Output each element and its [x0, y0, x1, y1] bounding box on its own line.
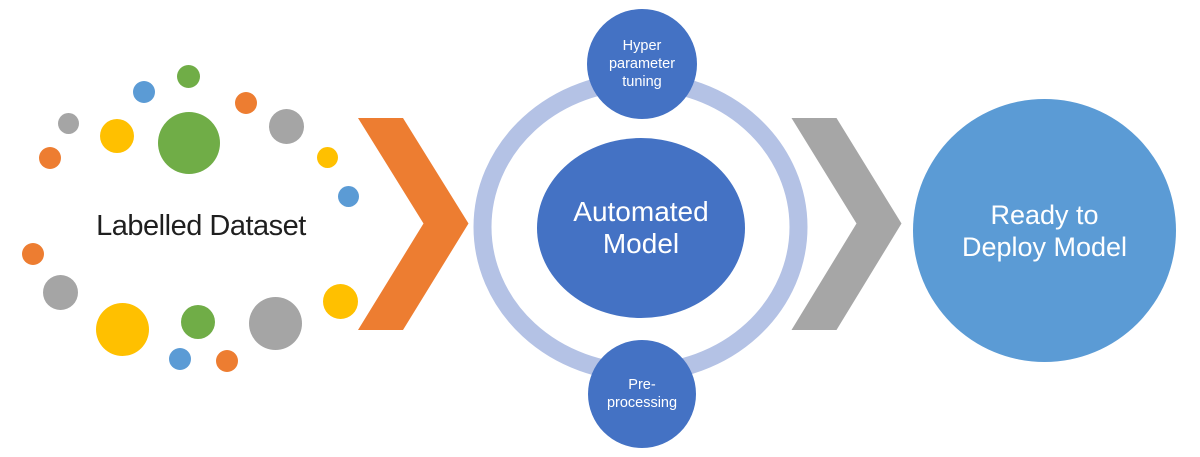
dataset-dot — [95, 303, 149, 356]
ready-to-deploy-node: Ready to Deploy Model — [913, 99, 1176, 362]
preprocessing-node: Pre- processing — [588, 340, 696, 448]
dataset-dot — [168, 347, 191, 370]
node-label-line: Hyper — [622, 38, 662, 54]
dataset-dots — [0, 0, 400, 457]
chevron-right-icon-gray — [791, 118, 902, 330]
dataset-dot — [21, 243, 44, 265]
node-label-line: Automated — [573, 196, 709, 227]
node-label-line: Deploy Model — [961, 231, 1128, 262]
dataset-dot — [249, 296, 302, 350]
dataset-dot — [158, 112, 220, 174]
chevron-right-icon-orange — [358, 118, 469, 330]
dataset-dot — [268, 108, 304, 144]
dataset-dot — [177, 65, 200, 88]
labelled-dataset-label: Labelled Dataset — [96, 210, 306, 242]
dataset-dot — [323, 283, 358, 319]
dataset-dot — [57, 112, 79, 134]
dataset-dot — [215, 350, 238, 372]
node-label-line: Pre- — [628, 377, 656, 393]
dataset-dot — [39, 146, 61, 169]
dataset-dot — [235, 92, 257, 114]
node-label-line: Model — [602, 228, 680, 259]
dataset-dot — [317, 146, 338, 168]
dataset-dot — [133, 81, 155, 103]
automated-model-node: Automated Model — [537, 138, 745, 318]
dataset-dot — [100, 119, 134, 153]
node-label-line: tuning — [622, 74, 662, 90]
node-label-line: parameter — [608, 56, 676, 72]
node-label-line: Ready to — [990, 199, 1099, 230]
node-label-line: processing — [606, 395, 678, 411]
dataset-dot — [43, 275, 78, 310]
hyperparameter-tuning-node: Hyper parameter tuning — [587, 9, 697, 119]
dataset-dot — [181, 305, 215, 339]
dataset-dot — [337, 185, 359, 207]
